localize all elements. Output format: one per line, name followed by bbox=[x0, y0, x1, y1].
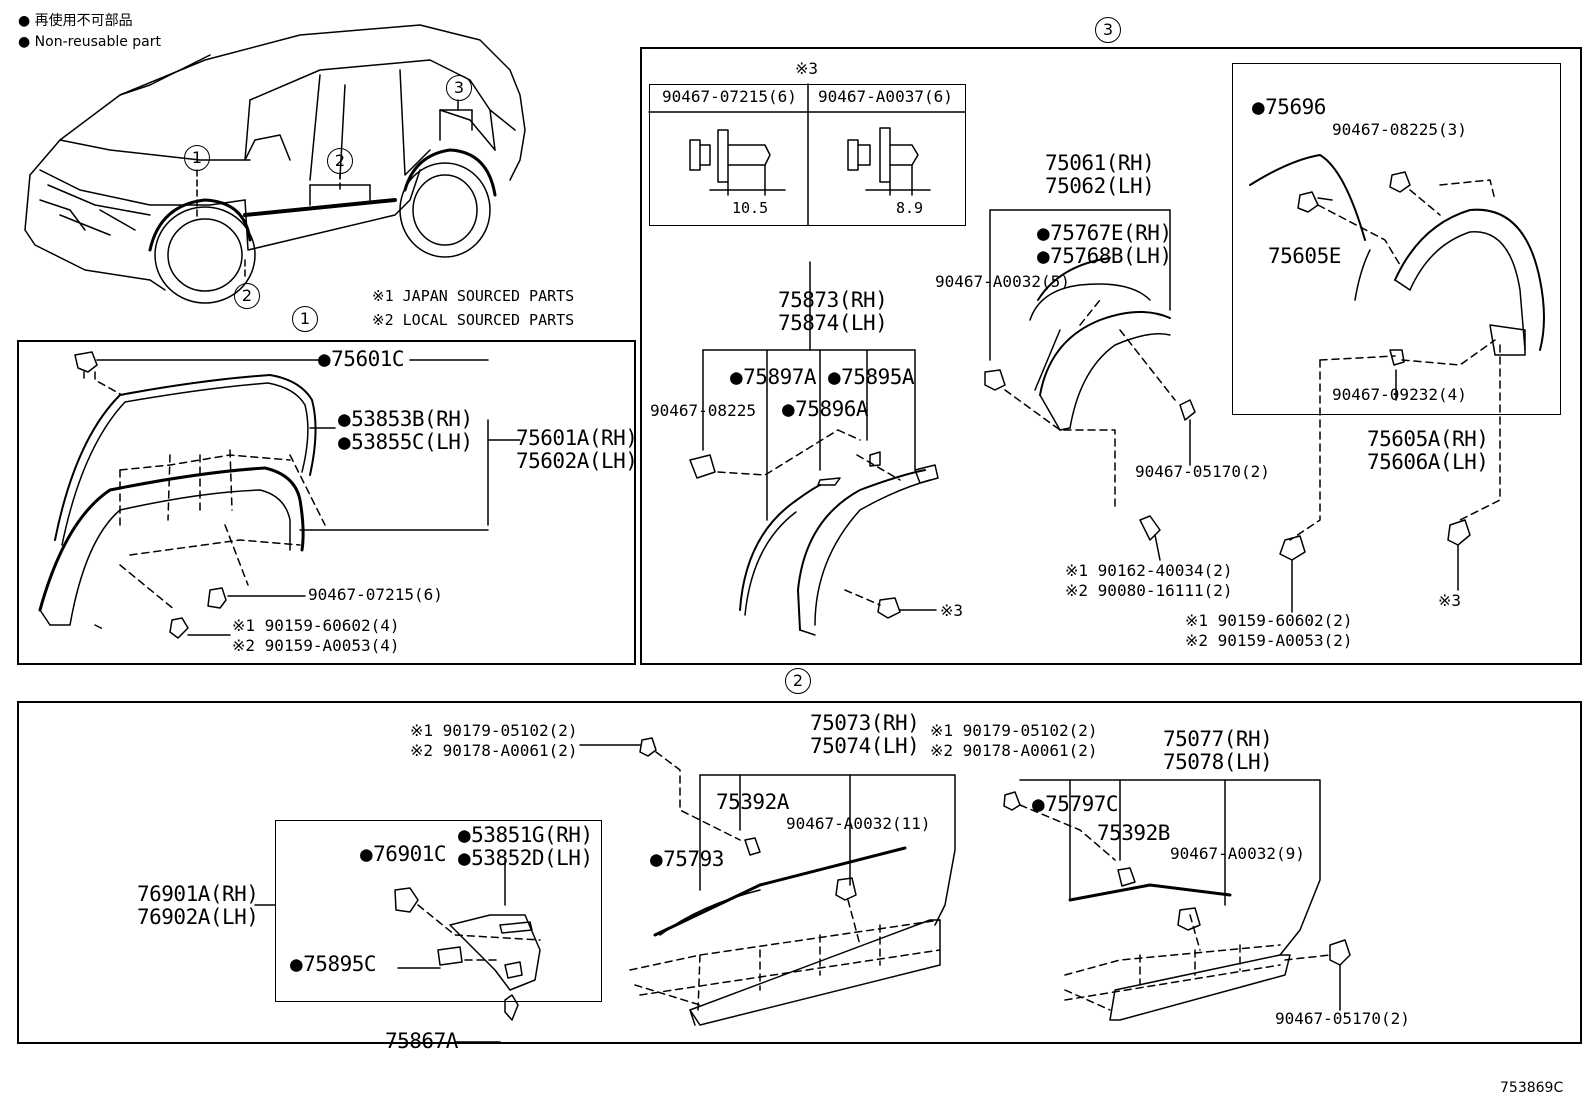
callout-2-vehicle-b: 2 bbox=[234, 283, 260, 309]
part-75074: 75074(LH) bbox=[810, 734, 920, 758]
part-90178-a0061-b: ※2 90178-A0061(2) bbox=[930, 741, 1098, 760]
part-90080-16111: ※2 90080-16111(2) bbox=[1065, 581, 1233, 600]
note-japan-sourced: ※1 JAPAN SOURCED PARTS bbox=[372, 287, 575, 305]
dim-10-5: 10.5 bbox=[732, 199, 769, 217]
part-75062: 75062(LH) bbox=[1045, 174, 1155, 198]
section-2-box bbox=[17, 701, 1582, 1044]
part-90467-05170-2: 90467-05170(2) bbox=[1135, 462, 1270, 481]
part-90159-60602-2: ※1 90159-60602(2) bbox=[1185, 611, 1353, 630]
note-3a: ※3 bbox=[940, 601, 964, 620]
bullet-icon: ● bbox=[18, 13, 31, 29]
part-75601c: 75601C bbox=[318, 348, 404, 371]
part-75873: 75873(RH) bbox=[778, 288, 888, 312]
part-53852d: 53852D(LH) bbox=[458, 847, 593, 870]
legend-jp-text: 再使用不可部品 bbox=[34, 13, 133, 29]
wheel-arch-molding-drawing bbox=[689, 261, 939, 636]
bullet-icon: ● bbox=[18, 34, 31, 50]
note-local-sourced: ※2 LOCAL SOURCED PARTS bbox=[372, 311, 575, 329]
vehicle-illustration bbox=[24, 24, 526, 304]
part-75895c: 75895C bbox=[290, 953, 376, 976]
part-90467-a0032-9: 90467-A0032(9) bbox=[1170, 844, 1305, 863]
part-75392a: 75392A bbox=[716, 790, 789, 814]
fender-liner-drawing bbox=[984, 209, 1196, 561]
section2-drawing bbox=[254, 737, 1351, 1043]
section-1-box bbox=[17, 340, 636, 665]
part-75874: 75874(LH) bbox=[778, 311, 888, 335]
part-90179-05102-a: ※1 90179-05102(2) bbox=[410, 721, 578, 740]
part-53855c: 53855C(LH) bbox=[338, 431, 473, 454]
clip-90467-a0037: 90467-A0037(6) bbox=[818, 87, 953, 106]
part-75768b: 75768B(LH) bbox=[1037, 245, 1172, 268]
part-75897a: 75897A bbox=[730, 366, 816, 389]
legend-en-text: Non-reusable part bbox=[34, 34, 161, 50]
part-75895a: 75895A bbox=[828, 366, 914, 389]
part-90162-40034: ※1 90162-40034(2) bbox=[1065, 561, 1233, 580]
part-90467-05170: 90467-05170(2) bbox=[1275, 1009, 1410, 1028]
callout-1-vehicle: 1 bbox=[184, 145, 210, 171]
part-75602a: 75602A(LH) bbox=[516, 449, 638, 473]
callout-1: 1 bbox=[292, 306, 318, 332]
callout-2: 2 bbox=[785, 668, 811, 694]
part-90467-a0032-5: 90467-A0032(5) bbox=[935, 272, 1070, 291]
table-note: ※3 bbox=[795, 59, 819, 78]
part-75605e: 75605E bbox=[1268, 244, 1341, 268]
part-90467-08225: 90467-08225 bbox=[650, 401, 756, 420]
part-76901a: 76901A(RH) bbox=[137, 882, 259, 906]
part-90159-a0053: ※2 90159-A0053(4) bbox=[232, 636, 400, 655]
part-90159-60602: ※1 90159-60602(4) bbox=[232, 616, 400, 635]
clip-table-box bbox=[649, 84, 966, 226]
bracket-inner-box bbox=[275, 820, 602, 1002]
part-90467-a0032-11: 90467-A0032(11) bbox=[786, 814, 931, 833]
part-75073: 75073(RH) bbox=[810, 711, 920, 735]
part-75797c: 75797C bbox=[1032, 793, 1118, 816]
part-75077: 75077(RH) bbox=[1163, 727, 1273, 751]
part-75896a: 75896A bbox=[782, 398, 868, 421]
callout-3: 3 bbox=[1095, 17, 1121, 43]
part-75793: 75793 bbox=[650, 848, 724, 871]
part-75601a: 75601A(RH) bbox=[516, 426, 638, 450]
callout-3-vehicle: 3 bbox=[446, 75, 472, 101]
part-90467-08225-3: 90467-08225(3) bbox=[1332, 120, 1467, 139]
part-75392b: 75392B bbox=[1097, 821, 1170, 845]
dim-8-9: 8.9 bbox=[896, 199, 924, 217]
part-90467-09232: 90467-09232(4) bbox=[1332, 385, 1467, 404]
part-76902a: 76902A(LH) bbox=[137, 905, 259, 929]
part-53851g: 53851G(RH) bbox=[458, 824, 593, 847]
part-75605a: 75605A(RH) bbox=[1367, 427, 1489, 451]
part-90467-07215: 90467-07215(6) bbox=[308, 585, 443, 604]
note-3b: ※3 bbox=[1438, 591, 1462, 610]
part-75767e: 75767E(RH) bbox=[1037, 222, 1172, 245]
part-75606a: 75606A(LH) bbox=[1367, 450, 1489, 474]
part-53853b: 53853B(RH) bbox=[338, 408, 473, 431]
legend-en: ● Non-reusable part bbox=[18, 34, 161, 50]
flare-drawing bbox=[1249, 154, 1545, 613]
section1-drawing bbox=[38, 351, 521, 639]
callout-2-vehicle: 2 bbox=[327, 148, 353, 174]
part-75867a: 75867A bbox=[385, 1029, 458, 1053]
legend-jp: ● 再使用不可部品 bbox=[18, 10, 133, 30]
part-90179-05102-b: ※1 90179-05102(2) bbox=[930, 721, 1098, 740]
part-90178-a0061-a: ※2 90178-A0061(2) bbox=[410, 741, 578, 760]
figure-id: 753869C bbox=[1500, 1080, 1564, 1096]
section-3-box bbox=[640, 47, 1582, 665]
clip-table bbox=[648, 83, 966, 226]
clip-90467-07215: 90467-07215(6) bbox=[662, 87, 797, 106]
flare-inner-box bbox=[1232, 63, 1561, 415]
part-90159-a0053-2: ※2 90159-A0053(2) bbox=[1185, 631, 1353, 650]
part-76901c: 76901C bbox=[360, 843, 446, 866]
part-75061: 75061(RH) bbox=[1045, 151, 1155, 175]
part-75696: 75696 bbox=[1252, 96, 1326, 119]
part-75078: 75078(LH) bbox=[1163, 750, 1273, 774]
